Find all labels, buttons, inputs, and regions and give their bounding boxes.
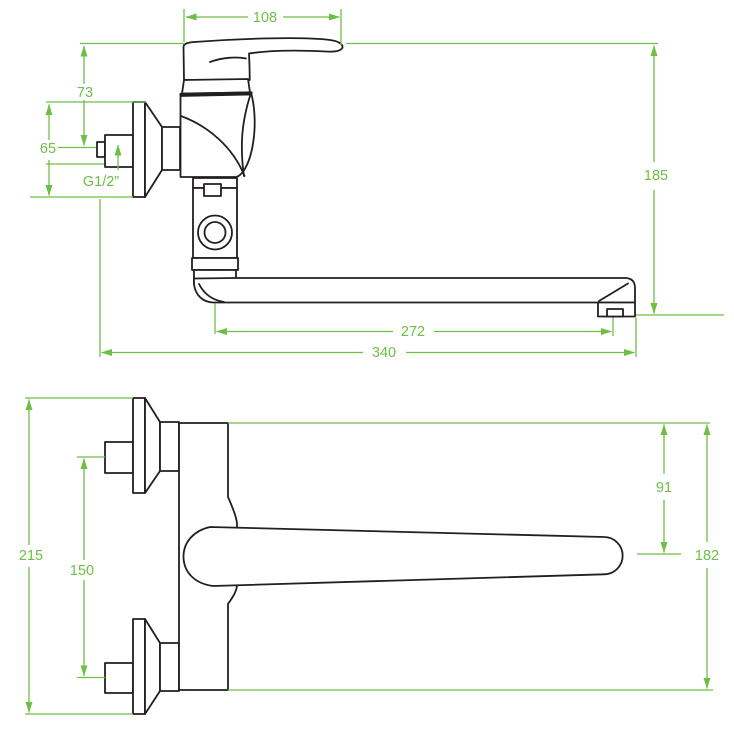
front-spout xyxy=(182,526,624,587)
side-body-seam xyxy=(179,91,253,97)
side-diverter-inner-circle xyxy=(203,221,227,244)
front-upper-inlet-nut xyxy=(104,441,134,474)
side-cartridge-collar xyxy=(181,78,251,95)
front-lower-inlet-nut xyxy=(104,662,134,694)
dim-label-150: 150 xyxy=(70,563,94,579)
front-upper-escutcheon-plate xyxy=(132,397,146,494)
side-spout-tip-line xyxy=(598,282,629,302)
dim-label-91: 91 xyxy=(656,480,672,496)
front-lower-escutcheon-neck xyxy=(159,642,180,692)
front-view-line-art xyxy=(104,397,624,715)
dim-label-182: 182 xyxy=(695,548,719,564)
side-view-dimensions: 108 73 65 G1/2” 185 272 340 xyxy=(30,9,724,361)
front-upper-escutcheon-cone xyxy=(144,397,161,494)
side-escutcheon-cone xyxy=(144,101,163,198)
side-escutcheon-neck xyxy=(161,126,181,171)
front-lower-escutcheon-plate xyxy=(132,618,146,715)
side-spout-fillet-line xyxy=(198,283,225,303)
side-handle-accent-line xyxy=(209,56,247,63)
front-lower-escutcheon-cone xyxy=(144,618,161,715)
dim-label-108: 108 xyxy=(253,10,277,26)
dim-label-thread: G1/2” xyxy=(83,174,119,190)
side-lever-handle xyxy=(182,37,344,81)
side-set-screw-tab xyxy=(203,183,222,197)
side-aerator-insert xyxy=(606,308,624,318)
front-upper-escutcheon-neck xyxy=(159,421,180,472)
side-spout-collar xyxy=(191,257,239,271)
dim-label-272: 272 xyxy=(401,324,425,340)
side-escutcheon-plate xyxy=(132,101,146,198)
side-view-line-art xyxy=(96,37,636,318)
side-body-curve-2 xyxy=(240,95,251,177)
side-body-curve-1 xyxy=(180,115,246,177)
front-view-dimensions: 215 150 91 182 xyxy=(19,397,719,715)
dim-label-340: 340 xyxy=(372,345,396,361)
side-spout-tube xyxy=(193,277,636,304)
side-wall-stub xyxy=(96,141,106,158)
dim-label-73: 73 xyxy=(77,85,93,101)
side-inlet-nut xyxy=(104,134,134,168)
dim-label-65: 65 xyxy=(40,141,56,157)
side-valve-body xyxy=(179,93,256,178)
dim-label-215: 215 xyxy=(19,548,43,564)
dim-label-185: 185 xyxy=(644,168,668,184)
